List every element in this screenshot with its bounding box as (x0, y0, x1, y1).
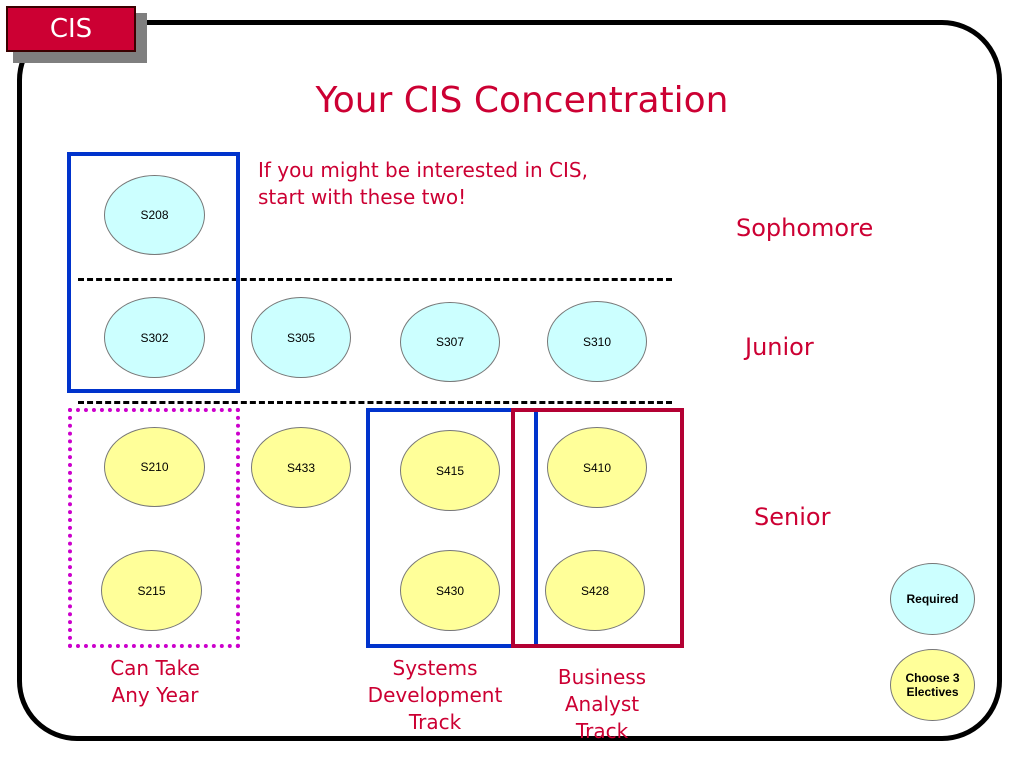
year-label-senior: Senior (754, 503, 831, 531)
caption-business-track: Business Analyst Track (557, 665, 647, 743)
caption-systems-track: Systems Development Track (367, 656, 503, 734)
cis-badge: CIS (6, 6, 136, 52)
caption-any-year: Can Take Any Year (110, 656, 200, 707)
course-node-s430: S430 (400, 550, 500, 631)
slide-title: Your CIS Concentration (315, 80, 729, 121)
course-node-s210: S210 (104, 427, 205, 507)
year-label-sophomore: Sophomore (736, 214, 874, 242)
course-node-s305: S305 (251, 297, 351, 378)
course-node-s310: S310 (547, 301, 647, 382)
course-node-s415: S415 (400, 430, 500, 511)
course-node-s428: S428 (545, 550, 645, 631)
divider-junior-senior (78, 401, 672, 404)
intro-note: If you might be interested in CIS, start… (258, 158, 588, 209)
start-here-box (67, 152, 240, 393)
course-node-s215: S215 (101, 550, 202, 631)
legend-required: Required (890, 563, 975, 635)
any-year-box (68, 408, 240, 648)
systems-track-box (366, 408, 538, 648)
course-node-s208: S208 (104, 175, 205, 255)
course-node-s302: S302 (104, 297, 205, 378)
year-label-junior: Junior (745, 333, 814, 361)
course-node-s410: S410 (547, 427, 647, 508)
slide-frame (17, 20, 1002, 741)
business-track-box (511, 408, 684, 648)
course-node-s433: S433 (251, 427, 351, 508)
course-node-s307: S307 (400, 302, 500, 382)
legend-electives: Choose 3 Electives (890, 649, 975, 721)
divider-sophomore-junior (78, 278, 672, 281)
